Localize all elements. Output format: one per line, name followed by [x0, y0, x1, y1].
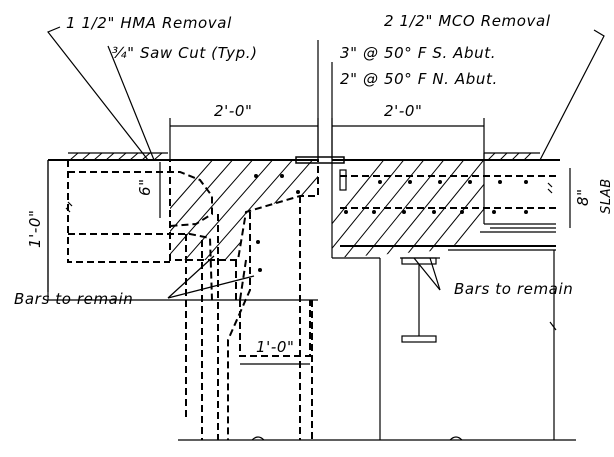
dim-left-width: 2'-0" [214, 102, 253, 120]
slab-label: SLAB [599, 178, 614, 214]
girder-and-wall [178, 250, 576, 441]
dim-6in: 6" [136, 178, 154, 196]
dimensions [47, 40, 571, 365]
leaders [47, 26, 605, 299]
north-abut-label: 2" @ 50° F N. Abut. [340, 70, 498, 88]
dim-8in: 8" [574, 188, 592, 206]
hma-removal-label: 1 1/2" HMA Removal [66, 14, 232, 32]
dim-1ft-left: 1'-0" [26, 209, 44, 248]
dim-1ft-bottom: 1'-0" [256, 338, 295, 356]
right-removal-hatch [332, 160, 484, 258]
bars-left-label: Bars to remain [14, 290, 133, 308]
dim-right-width: 2'-0" [384, 102, 423, 120]
saw-cut-label: ¾" Saw Cut (Typ.) [112, 44, 258, 62]
mco-removal-label: 2 1/2" MCO Removal [384, 12, 551, 30]
bars-right-label: Bars to remain [454, 280, 573, 298]
south-abut-label: 3" @ 50° F S. Abut. [340, 44, 496, 62]
